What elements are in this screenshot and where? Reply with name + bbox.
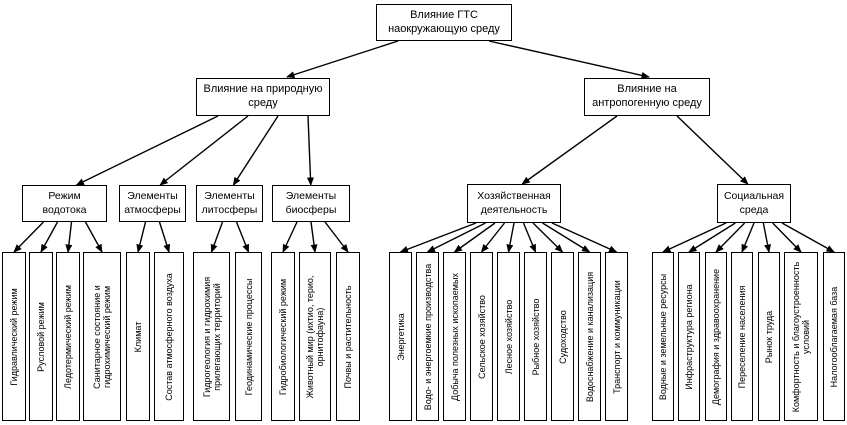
leaf-node-label: Гидравлический режим	[8, 287, 19, 386]
leaf-node-label: Гидробиологический режим	[277, 278, 288, 395]
leaf-node: Водо- и энергоемкие производства	[416, 252, 439, 421]
leaf-node-label: Лесное хозяйство	[503, 299, 514, 374]
leaf-node-label: Водные и земельные ресурсы	[657, 273, 668, 400]
leaf-node: Добыча полезных ископаемых	[443, 252, 466, 421]
leaf-node: Ледотермический режим	[56, 252, 80, 421]
leaf-node: Лесное хозяйство	[497, 252, 520, 421]
leaf-node: Рынок труда	[758, 252, 780, 421]
leaf-node-label: Геодинамические процессы	[243, 278, 254, 395]
leaf-node-label: Инфраструктура региона	[683, 283, 694, 390]
leaf-node: Животный мир (ихтио, терио, орнитофауна)	[299, 252, 331, 421]
leaf-node-label: Водо- и энергоемкие производства	[422, 263, 433, 410]
leaf-node-label: Энергетика	[395, 312, 406, 361]
leaf-node-label: Рынок труда	[763, 310, 774, 363]
group-header: Элементы литосферы	[196, 185, 263, 222]
leaf-node-label: Состав атмосферного воздуха	[163, 272, 174, 401]
leaf-node: Водные и земельные ресурсы	[652, 252, 674, 421]
leaf-node: Транспорт и коммуникации	[605, 252, 628, 421]
leaf-node-label: Гидрогеология и гидрохимия прилегающих т…	[201, 276, 222, 397]
root-node: Влияние ГТС наокружающую среду	[376, 4, 512, 41]
leaf-node-label: Переселение населения	[736, 285, 747, 388]
leaf-node-label: Ледотермический режим	[62, 284, 73, 389]
leaf-node-label: Животный мир (ихтио, терио, орнитофауна)	[304, 275, 325, 398]
branch-node-natural: Влияние на природную среду	[196, 78, 330, 116]
leaf-node-label: Судоходство	[557, 309, 568, 364]
leaf-node: Переселение населения	[731, 252, 753, 421]
leaf-node: Сельское хозяйство	[470, 252, 493, 421]
leaf-node: Энергетика	[389, 252, 412, 421]
leaf-node: Почвы и растительность	[336, 252, 360, 421]
leaf-node-label: Добыча полезных ископаемых	[449, 272, 460, 401]
group-header-label: Элементы биосферы	[285, 189, 337, 216]
group-header: Социальная среда	[717, 184, 791, 223]
leaf-node: Комфортность и благоустроенность условий	[784, 252, 818, 421]
leaf-node-label: Почвы и растительность	[342, 285, 353, 388]
leaf-node: Демография и здравоохранение	[705, 252, 727, 421]
leaf-node: Водоснабжение и канализация	[578, 252, 601, 421]
leaf-node: Русловой режим	[29, 252, 53, 421]
leaf-node: Судоходство	[551, 252, 574, 421]
group-header-label: Социальная среда	[723, 189, 785, 216]
leaf-node: Рыбное хозяйство	[524, 252, 547, 421]
branch-node-label: Влияние на антропогенную среду	[592, 83, 702, 109]
leaf-node-label: Комфортность и благоустроенность условий	[790, 261, 811, 412]
branch-node-label: Влияние на природную среду	[203, 83, 323, 109]
leaf-node: Состав атмосферного воздуха	[154, 252, 184, 421]
leaf-node: Налогооблагаемая база	[823, 252, 845, 421]
leaf-node-label: Сельское хозяйство	[476, 294, 487, 379]
leaf-node-label: Демография и здравоохранение	[710, 268, 721, 405]
leaf-node: Гидрогеология и гидрохимия прилегающих т…	[193, 252, 230, 421]
leaf-node-label: Налогооблагаемая база	[828, 286, 839, 387]
leaf-node: Санитарное состояние и гидрохимический р…	[83, 252, 121, 421]
group-header-label: Элементы атмосферы	[124, 189, 181, 216]
group-header: Элементы атмосферы	[119, 185, 186, 222]
leaf-node-label: Санитарное состояние и гидрохимический р…	[91, 284, 112, 389]
leaf-node: Гидравлический режим	[2, 252, 26, 421]
branch-node-anthropogenic: Влияние на антропогенную среду	[584, 78, 710, 116]
leaf-node-label: Климат	[132, 321, 143, 352]
leaf-node-label: Русловой режим	[35, 301, 46, 372]
group-header-label: Элементы литосферы	[201, 189, 258, 216]
group-header-label: Хозяйственная деятельность	[477, 189, 551, 216]
leaf-node-label: Водоснабжение и канализация	[584, 271, 595, 402]
leaf-node: Инфраструктура региона	[678, 252, 700, 421]
leaf-node: Климат	[126, 252, 150, 421]
root-node-label: Влияние ГТС наокружающую среду	[388, 8, 500, 35]
leaf-node-label: Рыбное хозяйство	[530, 298, 541, 375]
leaf-node: Геодинамические процессы	[235, 252, 262, 421]
group-header: Режим водотока	[22, 185, 107, 222]
leaf-node: Гидробиологический режим	[271, 252, 295, 421]
group-header: Хозяйственная деятельность	[467, 184, 561, 223]
group-header: Элементы биосферы	[272, 185, 350, 222]
group-header-label: Режим водотока	[42, 189, 87, 216]
leaf-node-label: Транспорт и коммуникации	[611, 279, 622, 394]
